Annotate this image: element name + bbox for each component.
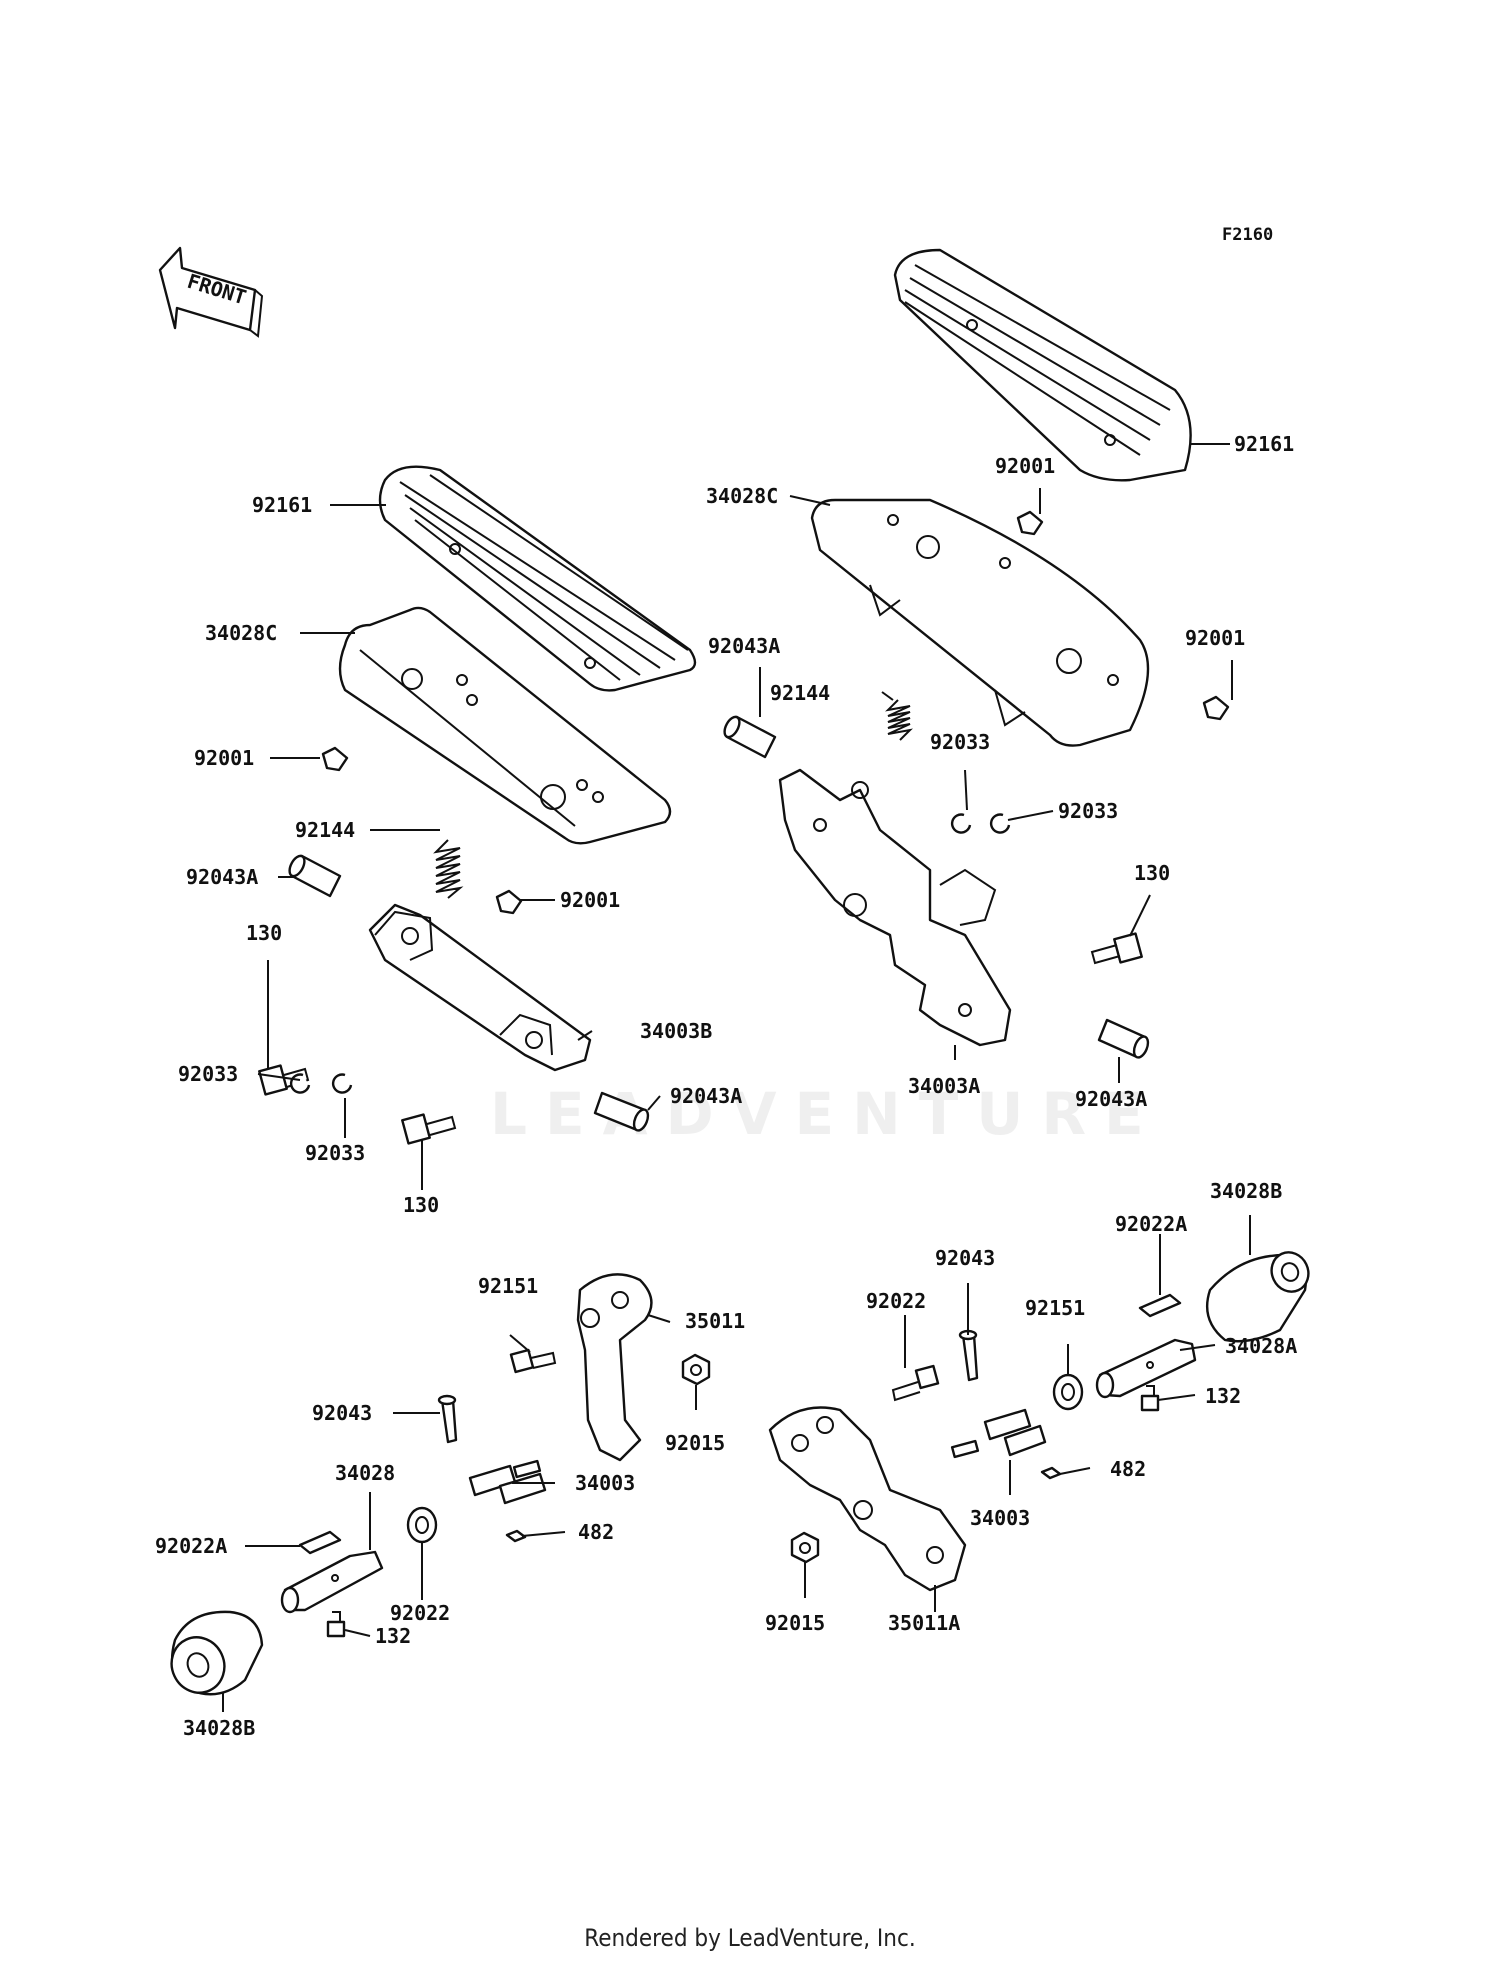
right-bolt-130 — [1090, 932, 1143, 965]
right-spring-92144 — [885, 699, 913, 741]
label-92001-left-upper: 92001 — [194, 746, 254, 770]
label-92001-right-lower: 92001 — [1185, 626, 1245, 650]
label-92151-left: 92151 — [478, 1274, 538, 1298]
label-35011A: 35011A — [888, 1611, 960, 1635]
right-bolt-92001-upper — [1016, 510, 1044, 536]
label-92161-right: 92161 — [1234, 432, 1294, 456]
label-92022-right: 92151 — [1025, 1296, 1085, 1320]
label-92033-right-a: 92033 — [930, 730, 990, 754]
label-482-left: 482 — [578, 1520, 614, 1544]
footer-credit: Rendered by LeadVenture, Inc. — [584, 1924, 916, 1952]
left-floorboard-bracket — [368, 903, 592, 1072]
left-clip-482 — [505, 1529, 527, 1543]
label-92022-left: 92022 — [390, 1601, 450, 1625]
right-floorboard-base — [810, 498, 1150, 747]
label-34003-right: 34003 — [970, 1506, 1030, 1530]
label-34028B-left: 34028B — [183, 1716, 255, 1740]
left-washer-92022 — [406, 1506, 438, 1544]
right-clevis-34003 — [950, 1408, 1047, 1459]
right-rubber-34028B — [1205, 1251, 1310, 1343]
right-clip-482 — [1040, 1466, 1062, 1480]
label-92043A-left-lower: 92043A — [670, 1084, 742, 1108]
label-92022A-right: 92022A — [1115, 1212, 1187, 1236]
label-92151-right: 92022 — [866, 1289, 926, 1313]
right-plate-92022A — [1138, 1293, 1182, 1318]
label-130-left-lower: 130 — [403, 1193, 439, 1217]
label-34003B: 34003B — [640, 1019, 712, 1043]
right-bolt-92151 — [891, 1364, 940, 1402]
left-pin-92043A-upper — [288, 854, 342, 898]
right-peg-bracket-35011A — [768, 1406, 967, 1592]
label-92043A-left-upper: 92043A — [186, 865, 258, 889]
right-bolt-92001-lower — [1202, 695, 1230, 721]
label-92001-right-upper: 92001 — [995, 454, 1055, 478]
left-floorboard-base — [338, 606, 672, 845]
left-floorboard-pad — [378, 465, 697, 692]
label-92015-right: 92015 — [765, 1611, 825, 1635]
left-plate-92022A — [298, 1530, 342, 1555]
label-132-right: 132 — [1205, 1384, 1241, 1408]
label-34028C-left: 34028C — [205, 621, 277, 645]
label-34028B-right: 34028B — [1210, 1179, 1282, 1203]
label-92043A-right-lower: 92043A — [1075, 1087, 1147, 1111]
label-34028-left: 34028 — [335, 1461, 395, 1485]
label-482-right: 482 — [1110, 1457, 1146, 1481]
label-92043-left: 92043 — [312, 1401, 372, 1425]
label-92001-left-lower: 92001 — [560, 888, 620, 912]
left-bolt-132 — [326, 1611, 346, 1638]
label-130-right: 130 — [1134, 861, 1170, 885]
left-bolt-92001-upper — [321, 746, 349, 772]
label-92022A-left: 92022A — [155, 1534, 227, 1558]
label-92161-left: 92161 — [252, 493, 312, 517]
label-34028A: 34028A — [1225, 1334, 1297, 1358]
right-floorboard-pad — [893, 248, 1192, 482]
right-clip-92033-a — [950, 813, 972, 834]
right-clip-92033-b — [989, 813, 1011, 834]
part-labels: 92161 34028C 92001 92144 92043A 92001 13… — [155, 432, 1297, 1740]
label-92033-left-b: 92033 — [305, 1141, 365, 1165]
label-92144-right: 92144 — [770, 681, 830, 705]
left-pin-92043A-lower — [593, 1091, 650, 1132]
left-bolt-92151 — [509, 1348, 557, 1374]
left-bolt-92001-lower — [495, 889, 523, 915]
right-washer-92022 — [1052, 1373, 1084, 1411]
label-92033-right-b: 92033 — [1058, 799, 1118, 823]
diagram-code: F2160 — [1222, 225, 1273, 245]
left-peg-bracket-35011 — [576, 1273, 653, 1462]
label-34028C-right: 34028C — [706, 484, 778, 508]
label-92015-left: 92015 — [665, 1431, 725, 1455]
label-92033-left-a: 92033 — [178, 1062, 238, 1086]
right-nut-92015 — [790, 1531, 820, 1564]
label-34003-left: 34003 — [575, 1471, 635, 1495]
leader-lines — [222, 443, 1251, 1712]
label-34003A: 34003A — [908, 1074, 980, 1098]
left-rubber-34028B — [170, 1610, 264, 1696]
right-pin-92043 — [958, 1329, 979, 1382]
front-arrow-icon: FRONT — [158, 246, 264, 338]
label-130-left-upper: 130 — [246, 921, 282, 945]
left-nut-92015 — [681, 1353, 711, 1386]
right-pin-92043A-upper — [723, 715, 777, 759]
label-35011: 35011 — [685, 1309, 745, 1333]
left-pin-92043 — [437, 1394, 458, 1444]
label-92043-right: 92043 — [935, 1246, 995, 1270]
left-bolt-130-lower — [401, 1113, 457, 1145]
label-92043A-right-upper: 92043A — [708, 634, 780, 658]
right-footpeg-34028A — [1095, 1338, 1197, 1399]
left-footpeg-34028 — [280, 1550, 384, 1614]
right-pin-92043A-lower — [1097, 1018, 1150, 1059]
right-floorboard-bracket — [778, 768, 1012, 1047]
right-bolt-132 — [1140, 1385, 1160, 1412]
label-132-left: 132 — [375, 1624, 411, 1648]
left-clip-92033-b — [331, 1073, 353, 1094]
left-spring-92144 — [433, 839, 464, 899]
label-92144-left: 92144 — [295, 818, 355, 842]
